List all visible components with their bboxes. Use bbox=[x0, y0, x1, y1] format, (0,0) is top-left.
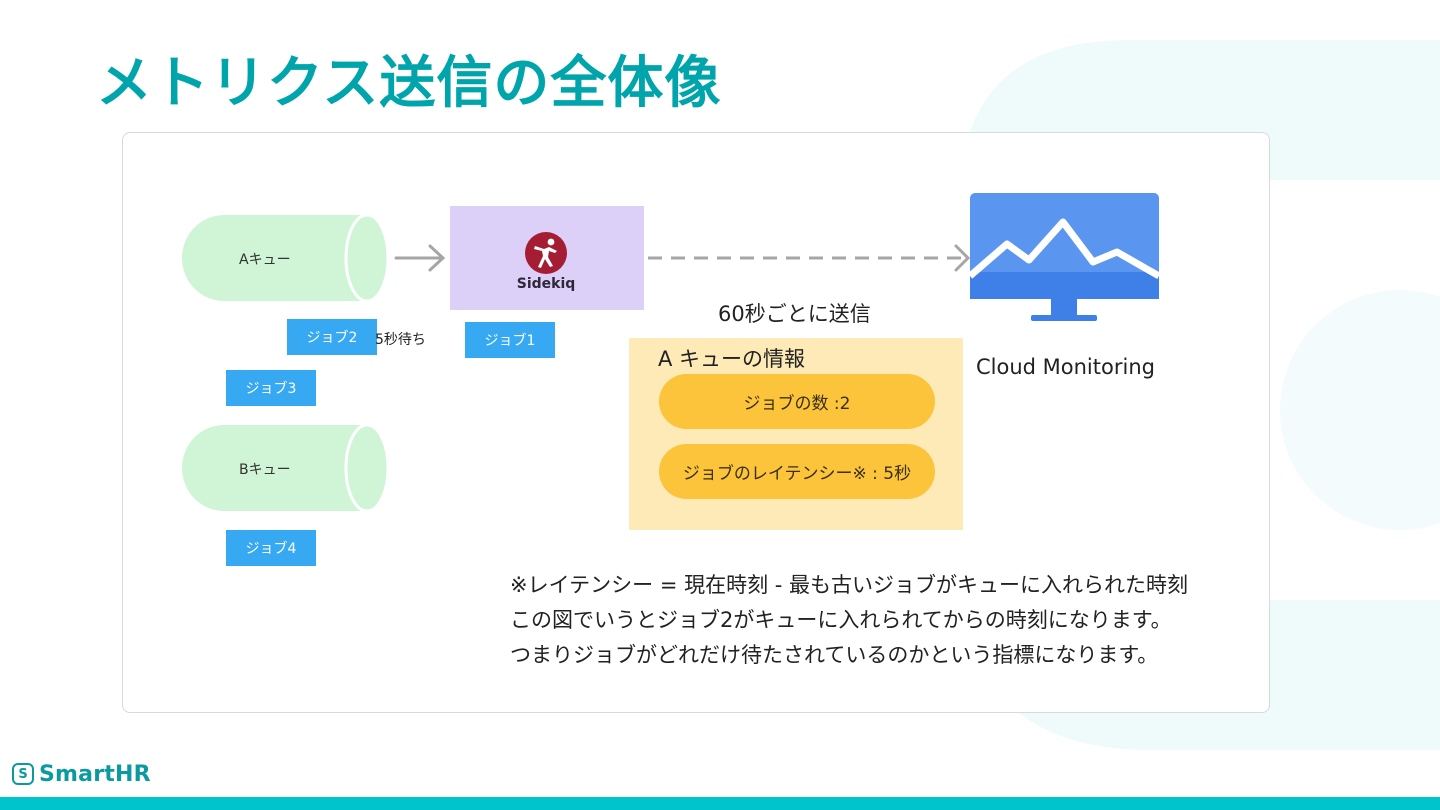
latency-pill: ジョブのレイテンシー※ : 5秒 bbox=[659, 444, 935, 499]
interval-label: 60秒ごとに送信 bbox=[718, 302, 871, 326]
smarthr-brand: S SmartHR bbox=[12, 760, 151, 788]
queue-b-cylinder bbox=[182, 423, 390, 513]
slide-title: メトリクス送信の全体像 bbox=[96, 51, 722, 116]
job-1-card: ジョブ1 bbox=[465, 322, 555, 358]
smarthr-logo-icon: S bbox=[12, 763, 34, 785]
cloud-monitoring-label: Cloud Monitoring bbox=[976, 355, 1155, 379]
queue-b-label: Bキュー bbox=[239, 462, 291, 478]
wait-label: 5秒待ち bbox=[375, 332, 426, 348]
job-2-card: ジョブ2 bbox=[287, 319, 377, 355]
latency-note-line-3: つまりジョブがどれだけ待たされているのかという指標になります。 bbox=[510, 643, 1159, 667]
job-count-pill: ジョブの数 :2 bbox=[659, 374, 935, 429]
job-4-card: ジョブ4 bbox=[226, 530, 316, 566]
arrow-worker-to-monitoring bbox=[648, 244, 971, 272]
monitor-chart-icon bbox=[969, 193, 1160, 321]
queue-info-title: A キューの情報 bbox=[658, 347, 806, 371]
job-3-card: ジョブ3 bbox=[226, 370, 316, 406]
brand-name: SmartHR bbox=[39, 761, 151, 787]
footer-accent-bar bbox=[0, 797, 1440, 810]
queue-a-cylinder bbox=[182, 213, 390, 303]
latency-note-line-2: この図でいうとジョブ2がキューに入れられてからの時刻になります。 bbox=[510, 608, 1172, 632]
latency-note-line-1: ※レイテンシー = 現在時刻 - 最も古いジョブがキューに入れられた時刻 bbox=[510, 573, 1189, 597]
sidekiq-label: Sidekiq bbox=[516, 276, 576, 292]
arrow-queue-to-worker bbox=[394, 244, 446, 272]
sidekiq-logo-icon bbox=[525, 232, 567, 274]
queue-a-label: Aキュー bbox=[239, 252, 291, 268]
